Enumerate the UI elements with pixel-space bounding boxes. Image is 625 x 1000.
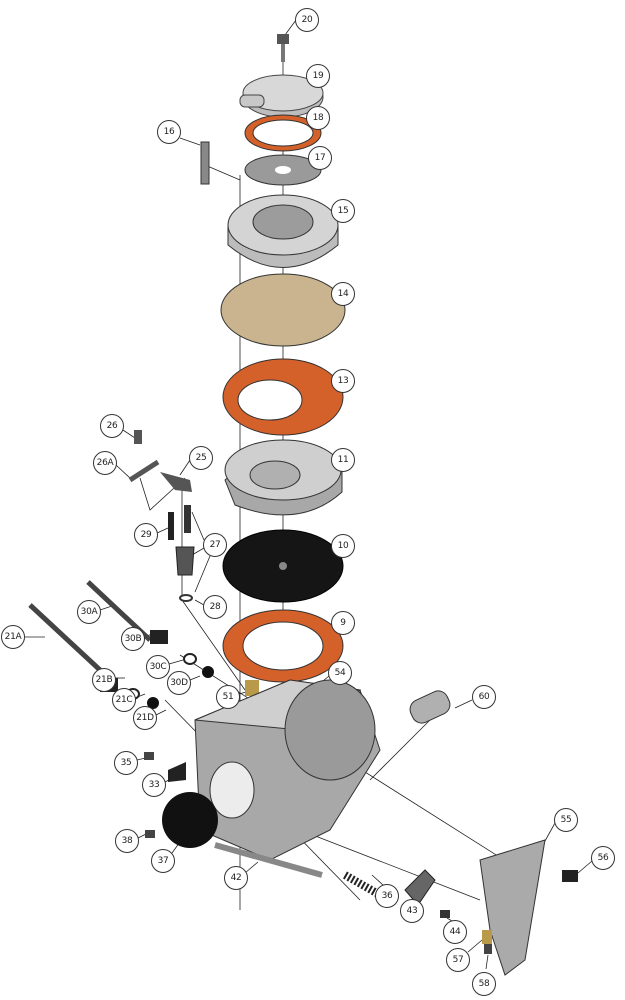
callout-25: 25 [189,446,213,470]
callout-28: 28 [203,595,227,619]
screw-26 [134,430,142,444]
callout-57: 57 [446,948,470,972]
callout-37: 37 [151,849,175,873]
callout-60: 60 [472,685,496,709]
callout-35: 35 [114,751,138,775]
callout-27: 27 [203,533,227,557]
shaft-42 [214,842,323,878]
needle-27 [184,505,191,533]
callout-15: 15 [331,199,355,223]
washer-30D [202,666,214,678]
screw-38 [145,830,155,838]
callout-29: 29 [134,523,158,547]
callout-30B: 30B [121,627,145,651]
diaphragm-14 [220,273,346,347]
callout-56: 56 [591,846,615,870]
screw-44 [440,910,450,918]
callout-30A: 30A [77,600,101,624]
callout-51: 51 [216,685,240,709]
callout-42: 42 [224,866,248,890]
callout-30D: 30D [167,671,191,695]
callout-55: 55 [554,808,578,832]
callout-33: 33 [142,773,166,797]
callout-36: 36 [375,884,399,908]
spring-36 [343,871,382,899]
screw-58 [484,944,492,954]
bracket-55 [479,839,546,976]
callout-20: 20 [295,8,319,32]
sleeve-60 [409,690,451,724]
callout-16: 16 [157,120,181,144]
washer-21D [147,697,159,709]
callout-30C: 30C [146,655,170,679]
screw-20 [277,34,289,44]
pin-26A [128,459,160,483]
lever-25 [160,472,192,492]
callout-19: 19 [306,64,330,88]
callout-13: 13 [331,369,355,393]
callout-21B: 21B [92,668,116,692]
clip-33 [168,762,186,782]
seat-27 [175,546,195,576]
throttle-plate-37 [162,792,218,848]
fitting-51 [245,680,259,696]
callout-21D: 21D [133,706,157,730]
screw-35 [144,752,154,760]
callout-21C: 21C [112,688,136,712]
spring-29 [168,512,174,540]
callout-14: 14 [331,282,355,306]
oring-30C [183,653,197,665]
spring-30B [150,630,168,644]
callout-44: 44 [443,920,467,944]
callout-38: 38 [115,829,139,853]
screw-16 [200,141,210,185]
callout-11: 11 [331,448,355,472]
callout-58: 58 [472,972,496,996]
callout-9: 9 [331,611,355,635]
needle-21A [28,603,102,672]
callout-54: 54 [328,661,352,685]
callout-43: 43 [400,899,424,923]
washer-28 [179,594,193,602]
callout-21A: 21A [1,625,25,649]
screw-56 [562,870,578,882]
callout-10: 10 [331,534,355,558]
callout-26A: 26A [93,451,117,475]
fitting-57 [482,930,492,944]
callout-17: 17 [308,146,332,170]
callout-18: 18 [306,106,330,130]
callout-26: 26 [100,414,124,438]
